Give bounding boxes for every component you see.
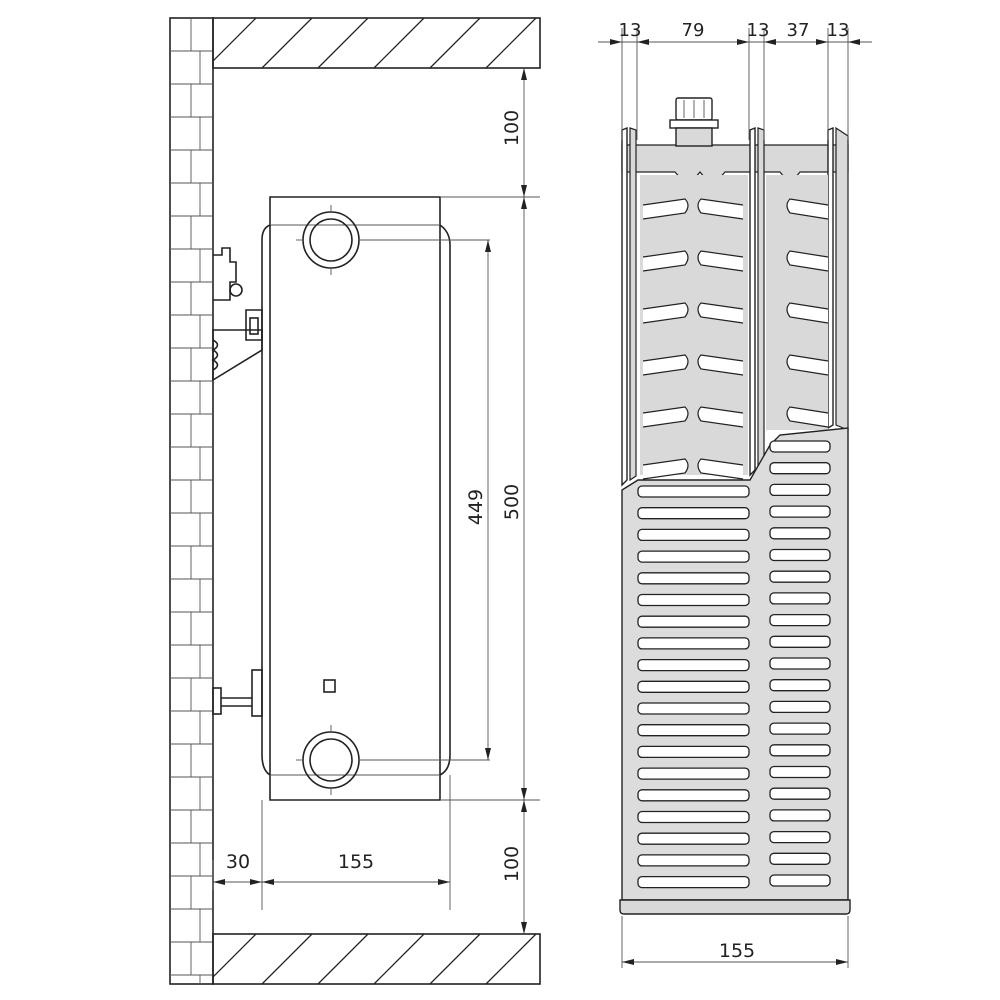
top-collector xyxy=(621,144,849,181)
dim-axis-distance-label: 449 xyxy=(465,489,487,525)
top-wall-bracket xyxy=(211,247,263,382)
dim-top-chain: 13 79 13 37 13 xyxy=(598,20,872,45)
dim-clearance-top: 100 xyxy=(501,68,527,197)
top-connection-port xyxy=(296,205,490,275)
dim-top-3: 37 xyxy=(787,20,810,41)
dim-axis-distance: 449 xyxy=(465,240,491,760)
air-vent-square xyxy=(323,679,336,693)
ceiling-slab xyxy=(212,17,541,69)
dim-top-0: 13 xyxy=(619,20,642,41)
dim-wall-gap: 30 xyxy=(213,851,262,885)
radiator-body xyxy=(261,196,490,801)
air-vent-plug xyxy=(669,97,719,147)
panel-plates xyxy=(621,126,849,487)
bottom-base xyxy=(619,899,851,915)
dim-section-width: 155 xyxy=(622,940,848,965)
floor-slab xyxy=(212,933,541,985)
brick-joints xyxy=(170,18,213,984)
dim-section-width-label: 155 xyxy=(719,940,755,962)
dim-clearance-bottom-label: 100 xyxy=(501,846,523,882)
dim-depth: 155 xyxy=(262,851,450,885)
dim-clearance-top-label: 100 xyxy=(501,110,523,146)
dim-top-2: 13 xyxy=(747,20,770,41)
dim-wall-gap-label: 30 xyxy=(226,851,250,873)
convector-fins xyxy=(640,175,829,480)
dim-top-1: 79 xyxy=(682,20,705,41)
dim-top-4: 13 xyxy=(827,20,850,41)
dim-depth-label: 155 xyxy=(338,851,374,873)
brick-wall xyxy=(169,17,214,985)
bottom-connection-port xyxy=(296,725,490,795)
grille-slots xyxy=(637,440,831,889)
dim-clearance-bottom: 100 xyxy=(501,800,527,934)
dim-height: 500 xyxy=(501,197,527,800)
dim-height-label: 500 xyxy=(501,484,523,520)
bottom-wall-bracket xyxy=(212,669,263,717)
side-view: 100 500 449 100 30 xyxy=(169,17,541,985)
section-view: 13 79 13 37 13 155 xyxy=(598,20,872,968)
